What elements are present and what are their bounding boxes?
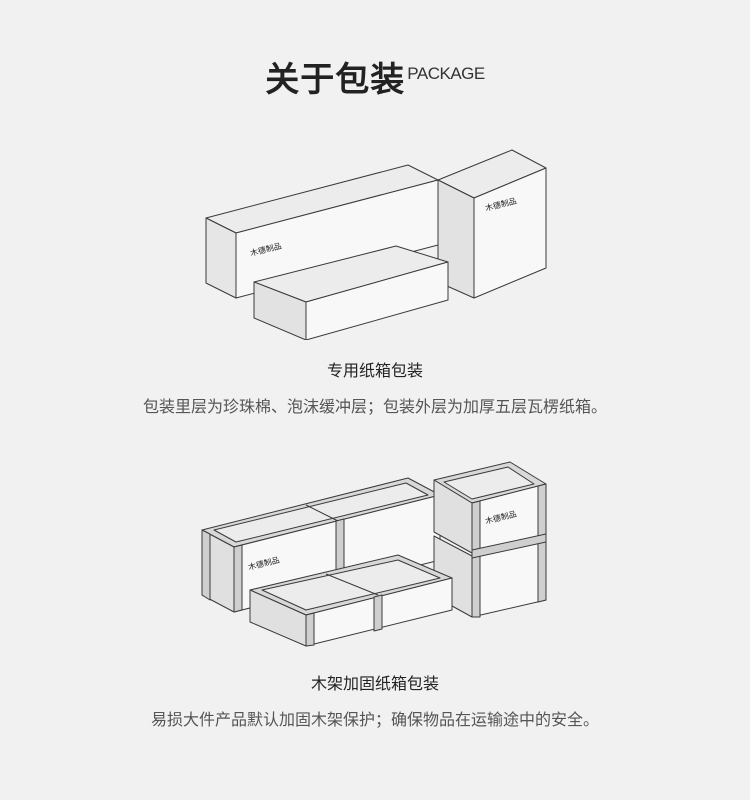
flat-crate-frame-post-mid — [373, 594, 383, 632]
page-subtitle: PACKAGE — [407, 64, 485, 83]
wooden-frame-boxes-illustration: 木德制品 木德制品 — [201, 461, 547, 647]
long-crate-top-divider — [305, 504, 339, 522]
section-wooden-title: 木架加固纸箱包装 — [310, 674, 439, 693]
flat-box-front — [253, 281, 307, 340]
carton-boxes-illustration: 木德制品 木德制品 — [205, 149, 547, 340]
flat-box-side — [305, 261, 449, 340]
flat-crate-frame-post-left — [305, 612, 315, 647]
section-carton-title: 专用纸箱包装 — [326, 361, 423, 380]
tall-box-side — [473, 167, 547, 299]
flat-crate-top-divider — [325, 573, 379, 596]
section-wooden: 木架加固纸箱包装 易损大件产品默认加固木架保护；确保物品在运输途中的安全。 — [0, 670, 750, 730]
stack-frame-post-a — [471, 500, 481, 618]
section-wooden-desc: 易损大件产品默认加固木架保护；确保物品在运输途中的安全。 — [150, 710, 599, 729]
long-crate-frame-post-left — [233, 544, 243, 613]
upper-crate-top-inner — [443, 466, 535, 500]
section-carton-desc: 包装里层为珍珠棉、泡沫缓冲层；包装外层为加厚五层瓦楞纸箱。 — [142, 397, 607, 416]
stack-frame-band — [471, 533, 547, 559]
page-title: 关于包装 — [265, 60, 406, 100]
flat-crate-top-inner — [261, 559, 441, 611]
section-carton: 专用纸箱包装 包装里层为珍珠棉、泡沫缓冲层；包装外层为加厚五层瓦楞纸箱。 — [0, 357, 750, 417]
long-crate-frame-front — [201, 529, 211, 601]
